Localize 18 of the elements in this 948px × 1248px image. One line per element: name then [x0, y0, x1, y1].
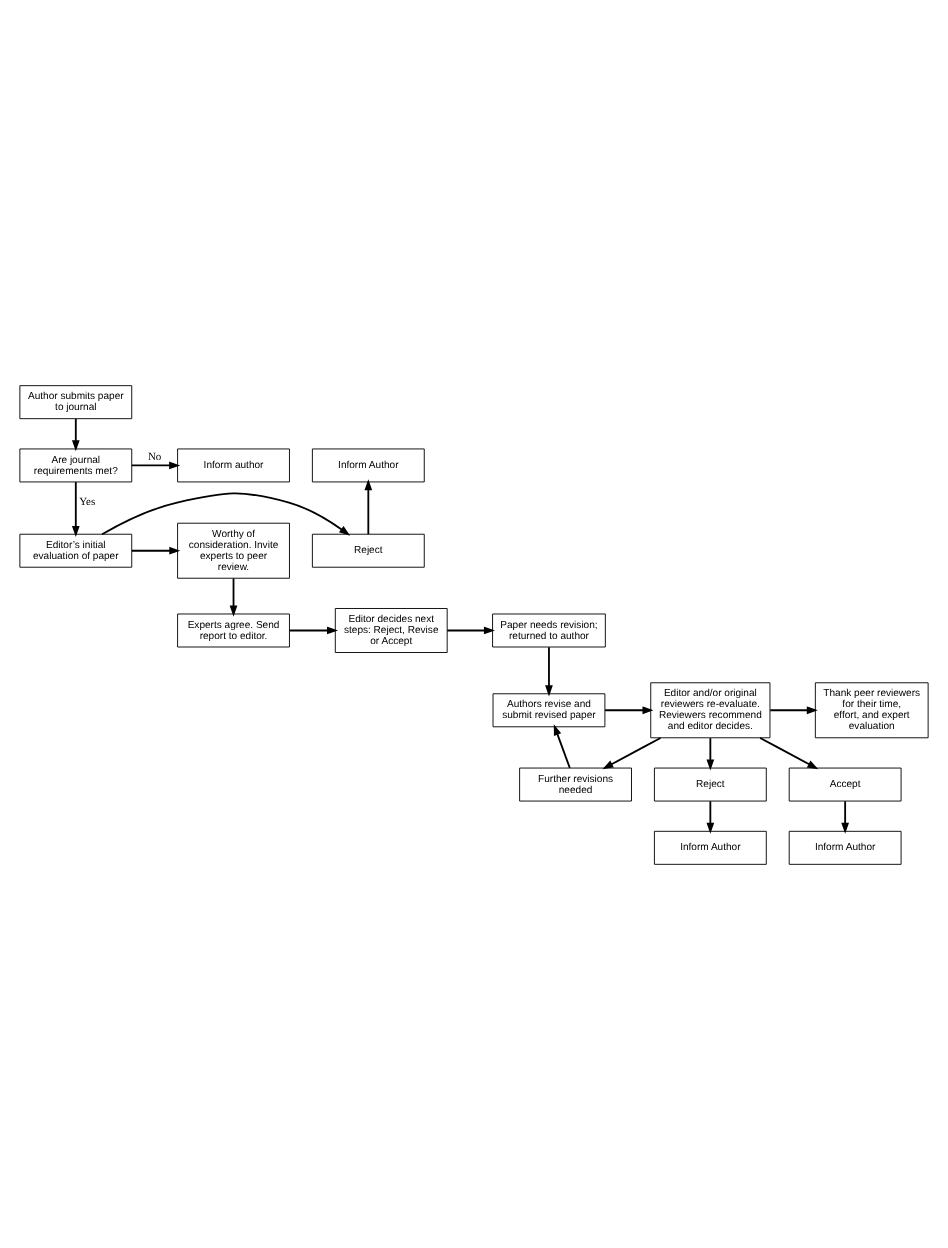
arrow	[769, 705, 818, 714]
arrow	[545, 645, 553, 696]
arrow	[706, 736, 715, 770]
arrow	[759, 736, 819, 769]
arrow	[841, 799, 849, 833]
arrow	[288, 625, 338, 634]
arrow	[604, 705, 654, 714]
arrow	[364, 478, 373, 535]
arrow	[706, 799, 715, 833]
arrow	[130, 460, 181, 469]
arrow	[101, 491, 351, 535]
arrow	[229, 576, 238, 616]
arrow	[553, 723, 571, 768]
arrow	[602, 736, 662, 769]
arrow	[446, 625, 495, 634]
arrow	[71, 417, 80, 451]
arrow	[71, 480, 80, 536]
arrow	[130, 545, 181, 554]
